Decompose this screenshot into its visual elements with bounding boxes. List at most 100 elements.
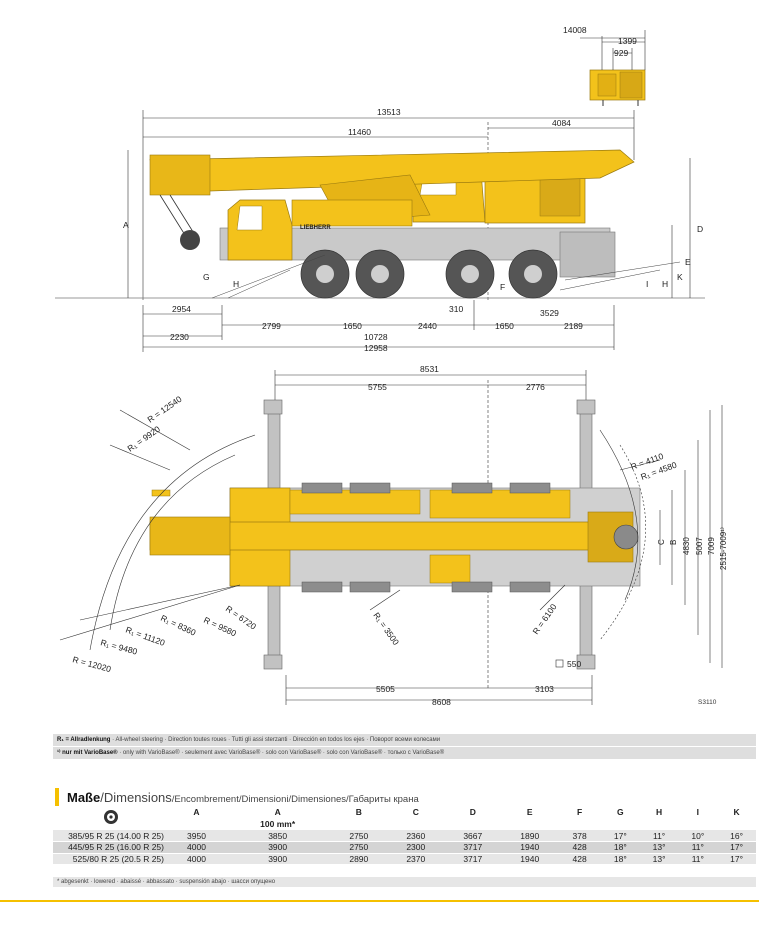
cell-B: 2750 [330,841,388,854]
brand-label: LIEBHERR [300,225,331,231]
dim-2799: 2799 [262,321,281,331]
heading-sep: / [100,789,104,805]
side-view-drawing: 14008 1399 929 13513 11460 4084 LIEBHERR [55,25,705,353]
letter-H1: H [233,279,239,289]
letter-H2: H [662,279,668,289]
radius-3500: R₁ = 3500 [371,610,401,647]
col-A100-sub: 100 mm* [224,818,331,830]
letter-D: D [697,224,703,234]
cell-I: 11° [678,853,718,865]
cell-K: 17° [717,841,756,854]
col-A: A [168,806,225,818]
bottom-accent-line [0,900,759,902]
cell-A: 4000 [168,853,225,865]
cell-D: 3717 [444,853,502,865]
dim-3103: 3103 [535,684,554,694]
col-A100: A [224,806,331,818]
col-D: D [444,806,502,818]
letter-G: G [203,272,210,282]
letter-K: K [677,272,683,282]
tyre-icon [103,810,118,824]
table-footnote: * abgesenkt · lowered · abaissé · abbass… [53,877,756,887]
crane-plan [149,482,641,593]
cell-A: 4000 [168,841,225,854]
dim-1399: 1399 [618,36,637,46]
dim-2954: 2954 [172,304,191,314]
legend-2-key: ¹⁾ nur mit VarioBase® [57,750,118,756]
col-F: F [558,806,601,818]
dim-4084: 4084 [552,118,571,128]
dim-310: 310 [449,304,463,314]
cell-A100: 3900 [224,853,331,865]
tyre-header [53,806,168,830]
dim-1650-b: 1650 [495,321,514,331]
table-row: 525/80 R 25 (20.5 R 25) 4000 3900 2890 2… [53,853,756,865]
cell-G: 18° [600,853,640,865]
dim-2189: 2189 [564,321,583,331]
dim-11460: 11460 [348,127,371,137]
cell-K: 17° [717,853,756,865]
table-subheader-row: 100 mm* [53,818,756,830]
dim-8531: 8531 [420,364,439,374]
cell-B: 2890 [330,853,388,865]
radius-9580: R = 9580 [202,615,238,639]
cell-G: 17° [600,830,640,842]
cell-C: 2360 [387,830,445,842]
cell-A: 3950 [168,830,225,842]
dim-2776: 2776 [526,382,545,392]
plan-view-drawing: 8531 5755 2776 [59,364,728,707]
cell-F: 378 [558,830,601,842]
dim-1650-a: 1650 [343,321,362,331]
cell-D: 3717 [444,841,502,854]
radius-6100: R = 6100 [530,602,558,636]
dim-2515-7009: 2515-7009¹⁾ [719,527,728,570]
letter-I: I [646,279,648,289]
cell-tyre: 525/80 R 25 (20.5 R 25) [53,853,168,865]
dimensions-heading: Maße / Dimensions /Encombrement/Dimensio… [55,788,419,806]
radius-12020: R = 12020 [71,654,112,674]
cab-rear-view [589,69,646,106]
cell-K: 16° [717,830,756,842]
col-H: H [639,806,679,818]
radius-12540: R = 12540 [145,394,183,425]
legend-1-key: R₁ = Allradlenkung [57,737,111,743]
dim-3529: 3529 [540,308,559,318]
cell-D: 3667 [444,830,502,842]
dimensions-table: A A B C D E F G H I K 100 mm* 385/95 R 2… [53,806,756,865]
heading-accent-bar [55,788,59,806]
dim-5755: 5755 [368,382,387,392]
table-row: 445/95 R 25 (16.00 R 25) 4000 3900 2750 … [53,841,756,854]
cell-C: 2300 [387,841,445,854]
col-C: C [387,806,445,818]
legend-all-wheel-steering: R₁ = Allradlenkung · All-wheel steering … [53,734,756,746]
col-G: G [600,806,640,818]
col-I: I [678,806,718,818]
table-header-row: A A B C D E F G H I K [53,806,756,830]
letter-C: C [657,539,666,545]
cell-B: 2750 [330,830,388,842]
letter-F: F [500,282,505,292]
dim-8608: 8608 [432,697,451,707]
dim-2440: 2440 [418,321,437,331]
legend-variobase: ¹⁾ nur mit VarioBase® · only with VarioB… [53,747,756,759]
cell-C: 2370 [387,853,445,865]
dim-14008: 14008 [563,25,587,35]
heading-translations: /Encombrement/Dimensioni/Dimensiones/Габ… [171,793,419,805]
cell-F: 428 [558,853,601,865]
cell-F: 428 [558,841,601,854]
cell-H: 11° [639,830,679,842]
cell-A100: 3900 [224,841,331,854]
dim-5505: 5505 [376,684,395,694]
letter-A: A [123,220,129,230]
radius-8360: R₁ = 8360 [159,613,198,638]
outrigger-pad-icon [555,659,564,668]
cell-I: 11° [678,841,718,854]
dim-550: 550 [567,659,581,669]
crane-side: LIEBHERR [149,149,635,299]
dim-7009: 7009 [707,537,716,555]
cell-I: 10° [678,830,718,842]
legend-1-text: · All-wheel steering · Direction toutes … [110,737,441,743]
dim-5007: 5007 [695,537,704,555]
cell-H: 13° [639,841,679,854]
radius-9920: R₁ = 9920 [125,424,162,454]
